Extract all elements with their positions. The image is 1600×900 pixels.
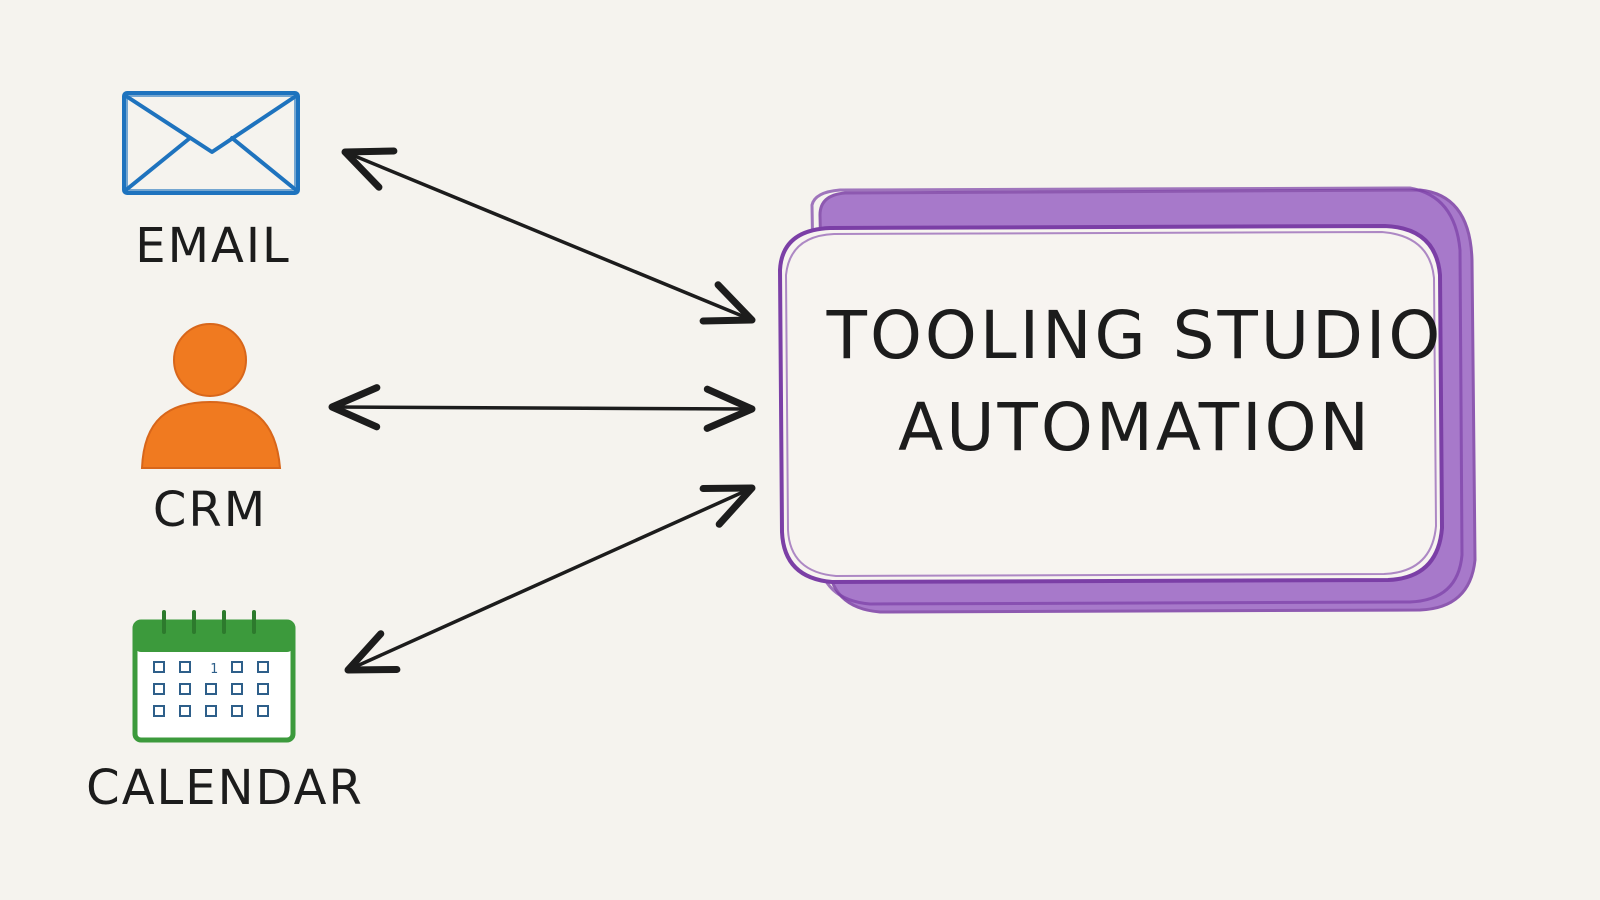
arrow-calendar-hub [344,484,756,674]
calendar-day-cell [231,705,243,717]
email-label: EMAIL [135,218,291,274]
calendar-day-cell [179,683,191,695]
calendar-day-cell [179,661,191,673]
calendar-day-number: 1 [210,662,218,677]
calendar-day-cell [205,683,217,695]
calendar-day-cell [231,661,243,673]
calendar-day-cell [153,661,165,673]
hub-title-line-1: TOOLING STUDIO [826,297,1444,374]
calendar-day-cell [179,705,191,717]
calendar-label: CALENDAR [86,760,364,816]
arrow-crm-hub [328,384,756,432]
hub-title-line-2: AUTOMATION [898,389,1372,466]
calendar-day-cell [257,705,269,717]
crm-label: CRM [152,482,268,538]
calendar-day-cell [153,683,165,695]
calendar-day-cell [257,661,269,673]
arrow-email-hub [341,147,756,325]
calendar-day-cell [257,683,269,695]
hub-title: TOOLING STUDIO AUTOMATION [790,290,1480,474]
person-icon [140,323,282,469]
calendar-day-cell [153,705,165,717]
calendar-day-cell [205,705,217,717]
calendar-day-cell [231,683,243,695]
envelope-icon [122,91,300,195]
calendar-icon: 1 [132,610,296,743]
hub-box [778,186,1477,614]
